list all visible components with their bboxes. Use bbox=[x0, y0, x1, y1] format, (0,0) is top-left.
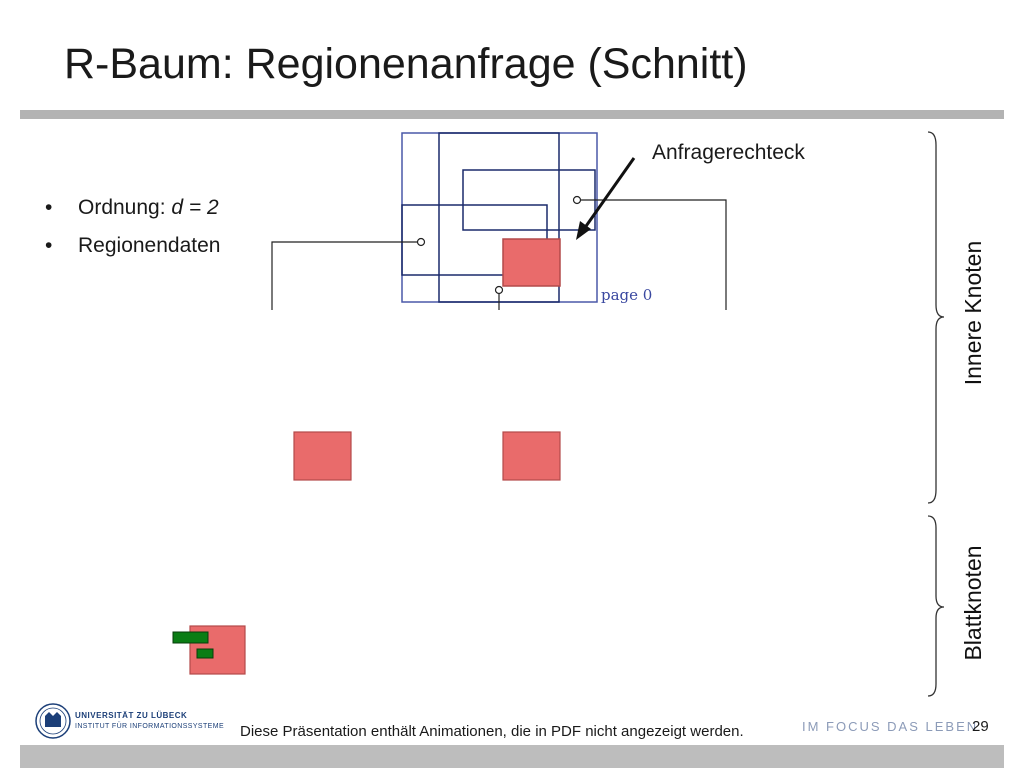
leaf-data-rect-1 bbox=[172, 631, 209, 644]
query-rect-label: Anfragerechteck bbox=[652, 141, 805, 164]
region-square-right bbox=[502, 431, 561, 481]
pointer-line-right bbox=[581, 199, 727, 310]
slide-title: R-Baum: Regionenanfrage (Schnitt) bbox=[64, 40, 748, 88]
slide-number: 29 bbox=[972, 718, 989, 735]
leaf-nodes-label: Blattknoten bbox=[960, 545, 986, 661]
animation-note: Diese Präsentation enthält Animationen, … bbox=[240, 723, 744, 740]
bullet-item-regions: • Regionendaten bbox=[45, 230, 220, 268]
inner-nodes-label: Innere Knoten bbox=[960, 240, 986, 386]
query-arrow bbox=[582, 157, 636, 230]
bullet-text: Ordnung: bbox=[78, 196, 172, 219]
query-rect bbox=[502, 238, 561, 287]
leaf-nodes-brace bbox=[927, 515, 945, 697]
bullet-item-order: • Ordnung: d = 2 bbox=[45, 192, 220, 230]
query-arrowhead bbox=[576, 221, 591, 240]
region-square-left bbox=[293, 431, 352, 481]
university-name: UNIVERSITÄT ZU LÜBECK bbox=[75, 711, 188, 720]
footer-bar bbox=[20, 745, 1004, 768]
bullet-dot: • bbox=[45, 196, 53, 219]
bullet-text: Regionendaten bbox=[78, 234, 221, 257]
university-slogan: IM FOCUS DAS LEBEN bbox=[802, 719, 979, 734]
bullet-italic: d = 2 bbox=[171, 196, 219, 219]
university-seal-icon bbox=[35, 703, 71, 739]
inner-nodes-brace bbox=[927, 131, 945, 504]
pointer-circle-right bbox=[572, 195, 582, 205]
leaf-data-rect-2 bbox=[196, 648, 214, 659]
institute-name: INSTITUT FÜR INFORMATIONSSYSTEME bbox=[75, 723, 225, 730]
title-divider bbox=[20, 110, 1004, 119]
page-label: page 0 bbox=[601, 286, 653, 304]
bullet-list: • Ordnung: d = 2 • Regionendaten bbox=[45, 192, 220, 268]
pointer-circle-bottom bbox=[494, 285, 504, 295]
bullet-dot: • bbox=[45, 234, 53, 257]
page0-rect bbox=[401, 132, 598, 303]
pointer-circle-left bbox=[416, 237, 426, 247]
pointer-line-left bbox=[271, 241, 417, 310]
